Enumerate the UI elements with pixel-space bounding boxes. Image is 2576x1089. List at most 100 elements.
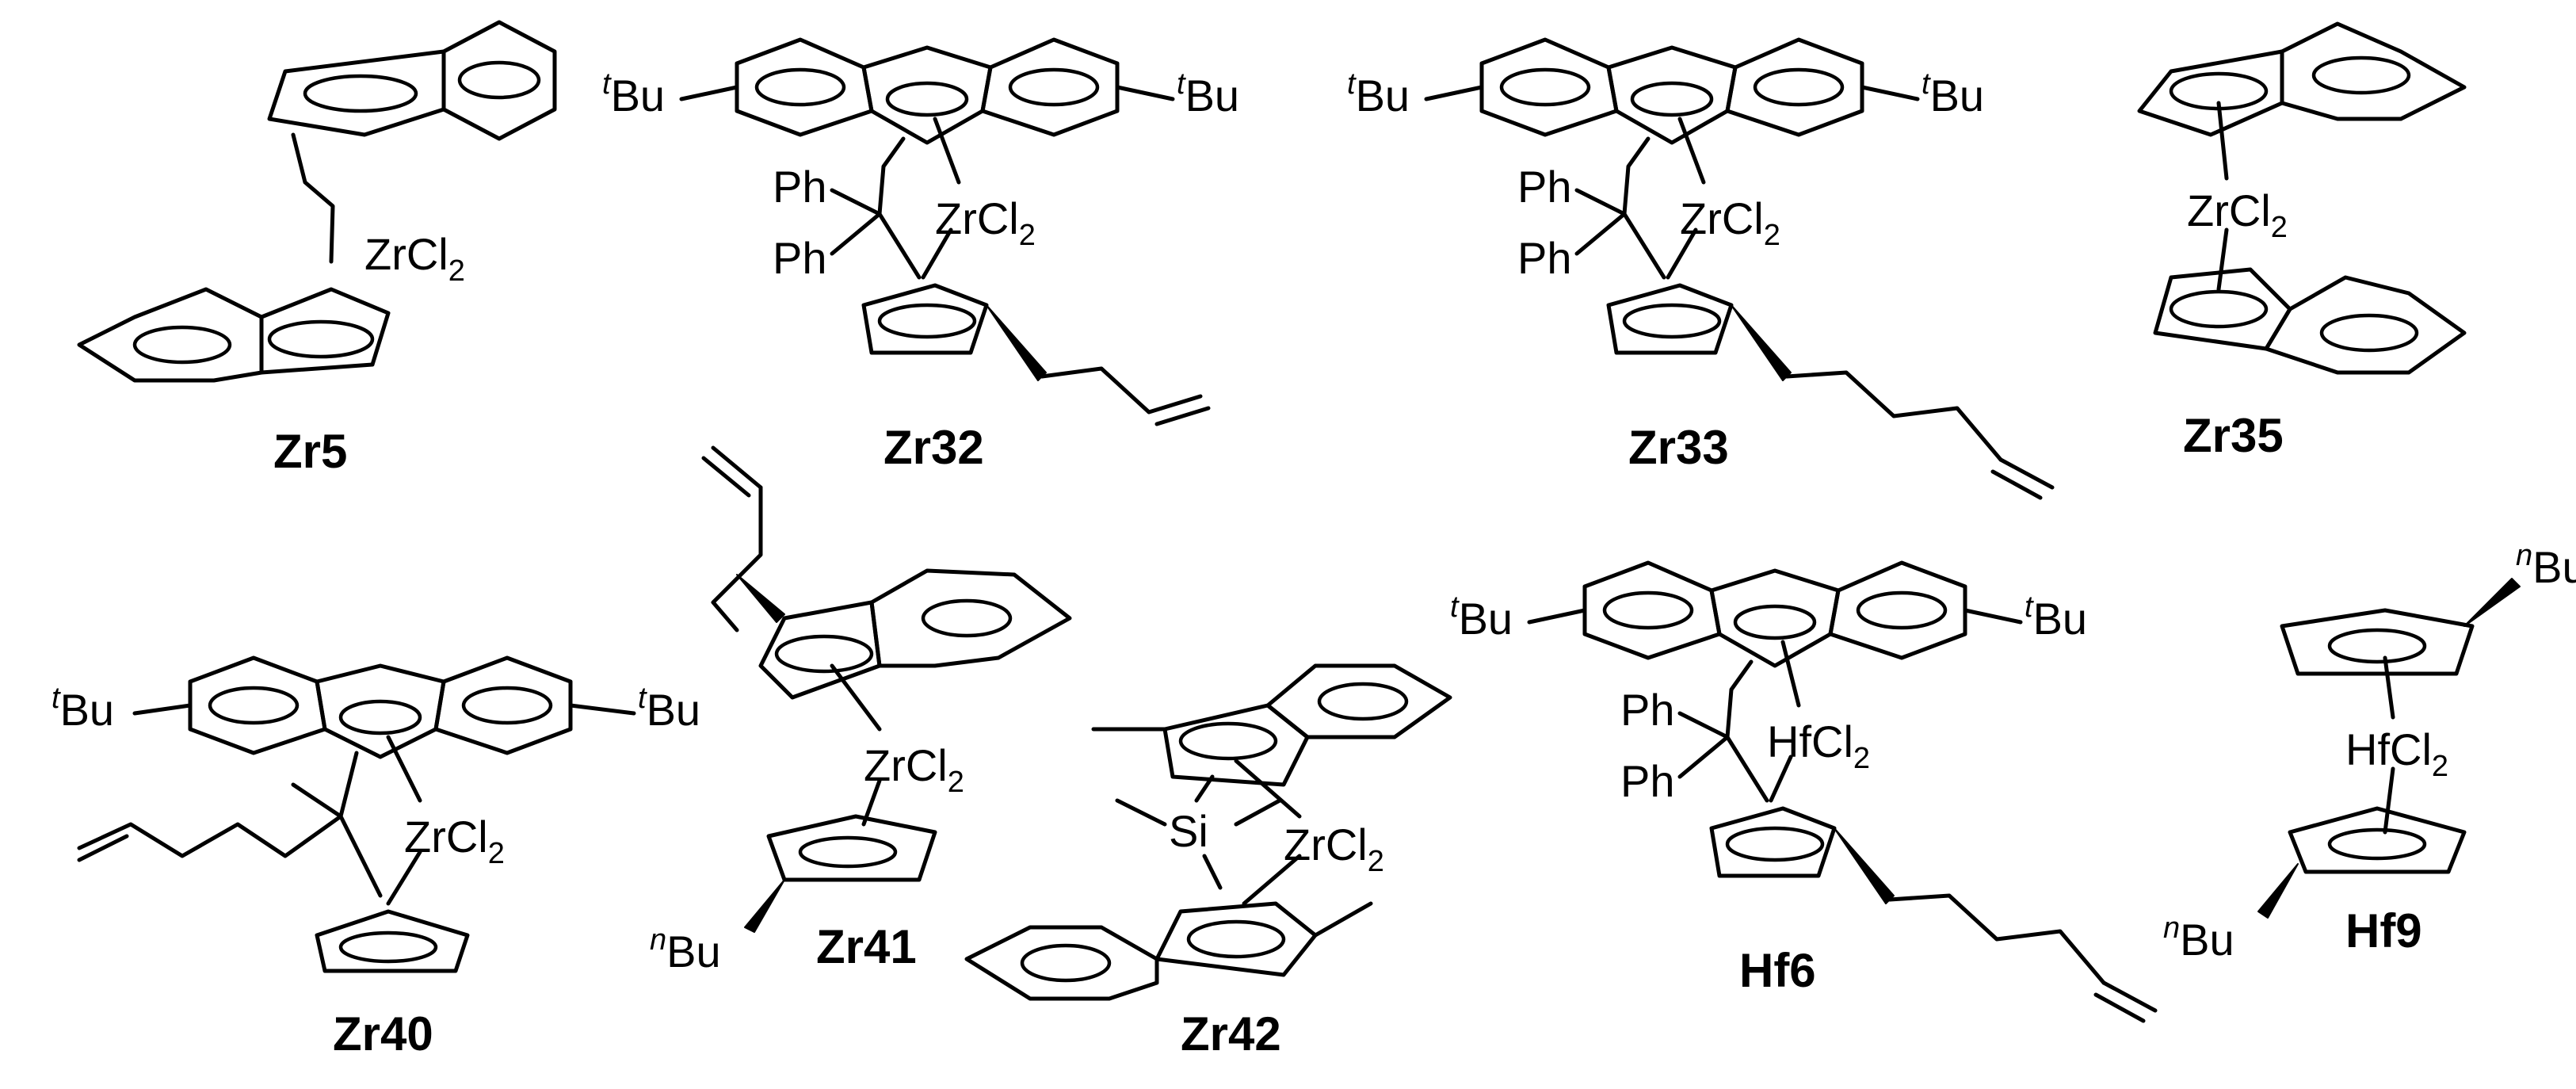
compound-zr32: tBu tBu Ph Ph ZrCl2 Zr32 (602, 37, 1239, 474)
zr5-lower-cp-aromatic (267, 319, 375, 359)
zr33-bridge-bonds (1622, 136, 1666, 280)
zr32-right-benzo-aromatic (1008, 67, 1100, 107)
hf9-lower-cp-ring (2288, 806, 2467, 874)
zr40-fluorenyl-cp-aromatic (338, 699, 422, 736)
zr41-metal-bond-indenyl (830, 663, 882, 732)
zr33-vinyl-double-2 (1990, 469, 2043, 500)
hf6-metal-label: HfCl2 (1767, 716, 1870, 775)
compound-hf6: tBu tBu Ph Ph HfCl2 Hf6 (1450, 560, 2158, 1023)
hf9-metal-bond-upper (2383, 655, 2395, 720)
zr33-cp-aromatic (1622, 303, 1722, 339)
zr35-lower-cp-aromatic (2169, 289, 2269, 329)
zr40-vinyl-double (77, 834, 129, 862)
hf6-tbu-right-bond (1963, 608, 2023, 625)
zr40-bridge-bonds (338, 751, 383, 898)
zr32-cp-aromatic (877, 303, 977, 339)
zr33-ph-bottom-bond (1574, 212, 1627, 256)
zr32-fluorenyl-cp-aromatic (885, 81, 969, 117)
hf9-metal-bond-lower (2383, 766, 2395, 835)
hf6-cp-ring (1709, 806, 1837, 878)
zr33-metal-label: ZrCl2 (1680, 193, 1780, 252)
hf6-tbu-left-bond (1527, 608, 1587, 625)
hf6-pentenyl-chain (1887, 893, 2106, 985)
zr42-metal-label: ZrCl2 (1284, 820, 1384, 878)
zr32-tbu-left-bond (679, 85, 739, 101)
compound-zr40: tBu tBu ZrCl2 Zr40 (52, 655, 700, 1060)
zr42-si-methyl-right (1234, 798, 1282, 827)
hf6-tbu-right: tBu (2025, 590, 2087, 644)
compound-zr42: Si ZrCl2 Zr42 (964, 663, 1452, 1060)
zr41-allyl-chain (711, 485, 763, 632)
zr40-fluorenyl-cp-ring (315, 663, 446, 759)
hf9-nbu-lower: nBu (2163, 911, 2234, 965)
hf6-ph-top: Ph (1620, 685, 1675, 735)
zr41-metal-label: ZrCl2 (864, 740, 964, 799)
zr40-left-benzo-aromatic (208, 686, 300, 725)
zr33-ph-top-bond (1574, 188, 1627, 216)
zr33-cp-ring (1606, 283, 1734, 355)
zr40-tbu-left: tBu (52, 682, 114, 735)
hf6-tbu-left: tBu (1450, 590, 1513, 644)
hf6-pentenyl-wedge (1834, 827, 1895, 904)
zr41-benzo-aromatic (921, 598, 1013, 638)
zr40-cp-ring (315, 909, 470, 973)
zr32-ph-bottom-bond (830, 212, 882, 256)
zr33-tbu-left-bond (1424, 85, 1484, 101)
hf6-compound-label: Hf6 (1739, 944, 1816, 997)
zr35-lower-benzo-aromatic (2319, 313, 2419, 353)
zr40-tbu-left-bond (132, 703, 193, 716)
zr33-fluorenyl-cp-ring (1606, 45, 1738, 145)
zr42-lower-methyl (1313, 901, 1373, 938)
zr5-lower-benzo-aromatic (132, 325, 232, 365)
zr42-si-bond-lower (1202, 854, 1223, 890)
compound-hf9: nBu HfCl2 nBu Hf9 (2163, 539, 2576, 965)
zr41-allyl-wedge (736, 574, 785, 623)
zr40-compound-label: Zr40 (333, 1007, 433, 1060)
zr33-metal-bond-cp (1666, 227, 1698, 280)
zr41-cp-ring (766, 814, 937, 882)
zr42-lower-cp-aromatic (1186, 919, 1286, 959)
zr33-tbu-left: tBu (1347, 67, 1410, 120)
zr5-upper-cp-ring (267, 49, 446, 137)
zr40-cp-aromatic (338, 930, 438, 964)
zr32-metal-label: ZrCl2 (935, 193, 1036, 252)
zr32-tbu-left: tBu (602, 67, 665, 120)
zr5-compound-label: Zr5 (273, 425, 347, 478)
zr41-allyl-vinyl (711, 445, 763, 490)
hf6-metal-bond-cp (1769, 755, 1793, 803)
zr35-upper-benzo-ring (2280, 21, 2467, 121)
zr42-lower-benzo-aromatic (1020, 943, 1112, 983)
zr40-metal-bond-fluorenyl (386, 735, 422, 803)
hf9-lower-cp-aromatic (2327, 827, 2427, 861)
zr32-fluorenyl-cp-ring (861, 45, 993, 145)
zr32-bridge-bonds (877, 136, 922, 280)
zr40-pentenyl-chain (77, 814, 343, 858)
hf6-ph-bottom: Ph (1620, 756, 1675, 806)
hf9-upper-cp-ring (2280, 608, 2475, 676)
compound-zr41: ZrCl2 nBu Zr41 (650, 445, 1072, 976)
zr33-ph-top: Ph (1517, 162, 1572, 212)
zr41-nbu-wedge (744, 879, 785, 933)
zr33-tbu-right-bond (1860, 85, 1920, 101)
zr35-upper-benzo-aromatic (2311, 55, 2411, 95)
hf6-cp-aromatic (1725, 826, 1825, 862)
zr41-nbu: nBu (650, 923, 721, 976)
hf6-vinyl-double (2101, 980, 2158, 1013)
zr33-pentenyl-chain (1784, 370, 2003, 462)
zr33-tbu-right: tBu (1922, 67, 1984, 120)
hf6-right-benzo-aromatic (1856, 590, 1948, 630)
hf9-compound-label: Hf9 (2345, 904, 2422, 957)
zr32-tbu-right: tBu (1177, 67, 1239, 120)
zr42-upper-benzo-aromatic (1317, 682, 1409, 721)
zr40-tbu-right-bond (568, 703, 636, 716)
compound-zr35: ZrCl2 Zr35 (2137, 21, 2467, 462)
zr42-upper-cp-ring (1162, 703, 1310, 787)
zr35-metal-bond-lower (2216, 227, 2229, 292)
zr35-metal-label: ZrCl2 (2187, 185, 2288, 244)
zr5-lower-cp-ring (259, 287, 391, 375)
zr42-si-methyl-left (1115, 798, 1167, 827)
hf6-fluorenyl-cp-aromatic (1733, 604, 1817, 640)
zr33-pentenyl-wedge (1731, 304, 1792, 381)
zr33-right-benzo-aromatic (1753, 67, 1845, 107)
zr42-silicon: Si (1169, 806, 1208, 856)
